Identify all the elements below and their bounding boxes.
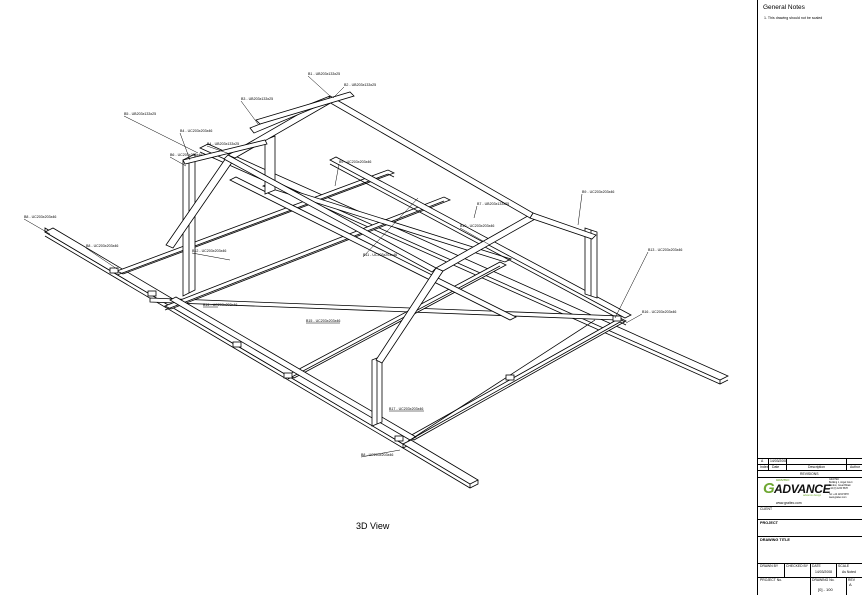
transverse-beam-2	[164, 196, 451, 310]
client-label: CLIENT	[760, 507, 773, 511]
logo-word: ADVANCE	[774, 482, 831, 496]
member-label-b8b: B8 - UC203x203x46	[86, 244, 119, 248]
splice-7	[394, 435, 404, 442]
eaves-beam	[255, 91, 355, 125]
member-label-b14: B14 - UC203x203x46	[203, 303, 238, 307]
splice-5	[505, 374, 515, 381]
splice-3	[232, 341, 242, 348]
revision-date: 14/03/2008	[770, 459, 787, 463]
member-label-b11: B11 - UC203x203x46	[363, 253, 398, 257]
leader-b2	[332, 86, 345, 99]
project-label: PROJECT	[760, 521, 778, 525]
member-label-b18: B8 - UC203x203x46	[361, 453, 394, 457]
leader-b7	[473, 205, 478, 219]
date-label: DATE	[812, 564, 821, 568]
transverse-beam-4	[407, 317, 627, 441]
leader-b8b	[85, 247, 118, 270]
steel-frame-isometric	[23, 75, 729, 489]
checked-by-label: CHECKED BY	[786, 564, 809, 568]
splice-6	[612, 315, 622, 322]
member-label-b6: B6 - UC203x203x46	[170, 153, 203, 157]
general-notes-heading: General Notes	[763, 4, 805, 11]
member-label-b4b: B4 - UB203x133x25	[207, 142, 240, 146]
ridge-beam-2	[223, 154, 437, 273]
member-label-b9a: B9 - UC203x203x46	[339, 160, 372, 164]
revision-header-description: Description	[808, 465, 825, 469]
member-label-b5: B5 - UB203x133x25	[124, 112, 157, 116]
revision-rev: A	[761, 459, 764, 463]
logo-tagline: advance design	[803, 494, 822, 497]
member-label-b3: B3 - UB203x133x25	[241, 97, 274, 101]
base-beam-left-end	[402, 439, 479, 485]
view-caption: 3D View	[356, 521, 390, 531]
transverse-beam-1	[115, 169, 396, 275]
leader-b16	[625, 313, 643, 324]
inner-beam-left	[169, 296, 417, 441]
rafter-right-3	[529, 212, 597, 240]
member-label-b7: B7 - UB203x133x25	[477, 202, 510, 206]
leader-b8a	[23, 218, 51, 235]
leader-b13	[614, 251, 649, 319]
leader-b12	[191, 252, 231, 261]
title-block: General Notes 1. This drawing should not…	[757, 0, 862, 595]
logo-brand: GRAITEC	[776, 478, 790, 482]
drawing-area: B1 - UB203x133x25 B2 - UB203x133x25 B3 -…	[23, 72, 729, 531]
company-address: GRAITEC Building 1, Angel Court London, …	[829, 479, 853, 499]
member-label-b9b: B9 - UC203x203x46	[582, 190, 615, 194]
project-no-label: PROJECT No.	[760, 578, 782, 582]
leader-b18	[360, 449, 401, 458]
member-label-b16: B16 - UC203x203x46	[642, 310, 677, 314]
rev-value: A	[849, 582, 852, 587]
splice-2	[147, 290, 157, 297]
revision-header-date: Date	[772, 465, 780, 469]
member-label-b4a: B4 - UC203x203x46	[180, 129, 213, 133]
member-label-b15: B15 - UC203x203x46	[306, 319, 341, 323]
leader-b10	[459, 227, 491, 246]
member-label-b12: B12 - UC203x203x46	[192, 249, 227, 253]
note-1: 1. This drawing should not be scaled	[764, 16, 823, 20]
date-value: 14/03/2008	[815, 570, 832, 574]
scale-label: SCALE	[838, 564, 850, 568]
rev-label: REV	[848, 578, 855, 582]
drawing-title-label: DRAWING TITLE	[760, 538, 790, 542]
splice-1	[109, 267, 119, 274]
company-website: www.graitec.com	[776, 501, 802, 505]
logo-swoosh-icon: G	[763, 480, 775, 497]
leader-b3	[240, 100, 259, 125]
revision-header-index: Index	[760, 465, 769, 469]
revisions-label: REVISIONS	[800, 472, 819, 476]
leader-b5	[123, 115, 199, 154]
graitec-advance-logo: G GRAITEC ADVANCE advance design	[761, 478, 831, 499]
member-label-b2: B2 - UB203x133x25	[344, 83, 377, 87]
member-label-b10: B10 - UC203x203x46	[460, 224, 495, 228]
ridge-beam	[326, 95, 534, 219]
leader-b6	[169, 156, 187, 167]
drawing-no-label: DRAWING No.	[812, 578, 835, 582]
front-tie	[409, 319, 596, 441]
leader-b1	[307, 75, 331, 97]
member-label-b13: B13 - UC203x203x46	[648, 248, 683, 252]
rafter-right-1	[375, 267, 444, 364]
leader-b4b	[206, 145, 231, 155]
inner-beam-mid	[229, 176, 517, 321]
member-label-b17: B17 - UC203x203x46	[389, 407, 424, 411]
splice-4	[283, 372, 293, 379]
inner-beam-right	[329, 156, 632, 319]
leader-b11	[362, 197, 419, 258]
member-label-b1: B1 - UB203x133x25	[308, 72, 341, 76]
revision-header-author: Author	[850, 465, 860, 469]
member-label-b8a: B8 - UC203x203x46	[24, 215, 57, 219]
drawing-no-value: [0] - 100	[818, 587, 833, 592]
leader-b9b	[577, 193, 583, 226]
base-beam-left-flange	[44, 227, 412, 445]
drawn-by-label: DRAWN BY	[760, 564, 779, 568]
scale-value: As Noted	[842, 570, 856, 574]
leader-b9a	[334, 163, 340, 187]
